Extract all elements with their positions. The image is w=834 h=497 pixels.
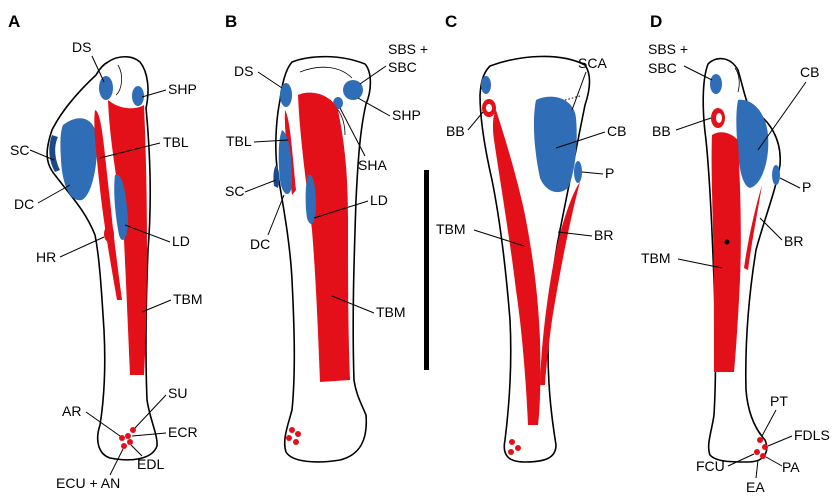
panel-a-letter: A [8,12,20,31]
panel-b-label-tbm: TBM [376,304,406,320]
panel-c-letter: C [445,12,457,31]
panel-c-sbs-area [481,76,491,94]
panel-a-label-tbm: TBM [173,291,203,307]
panel-c-cb-area [534,97,577,193]
panel-b-label-sbc: SBC [388,59,417,75]
panel-a-label-edl: EDL [137,456,164,472]
panel-a-label-ecr: ECR [168,424,198,440]
panel-b-distal-spot-3 [286,435,292,441]
panel-a-hr-area [104,226,114,242]
panel-c-leader-p [582,172,603,174]
panel-c-leader-bb [468,112,483,130]
panel-b-leader-dc [268,195,284,235]
panel-d-black-dot [725,240,730,245]
panel-d-fdls-spot [762,444,768,450]
panel-d-label-tbm: TBM [641,250,671,266]
panel-a-leader-dc [38,185,70,203]
panel-d-leader-ea [756,460,758,478]
panel-b-label-ld: LD [370,192,388,208]
panel-d-label-fcu: FCU [696,458,725,474]
panel-a-label-tbl: TBL [163,134,189,150]
panel-a-label-su: SU [168,385,187,401]
panel-a-edl-spot [127,439,133,445]
panel-b-sbs-sbc-area [343,80,363,100]
panel-a-label-ld: LD [172,233,190,249]
panel-b-label-tbl: TBL [226,133,252,149]
panel-d-pt-spot [757,437,763,443]
panel-b-leader-sc [245,180,276,192]
panel-c: C SCA BB CB P TBM BR [436,12,626,462]
panel-b-letter: B [225,12,237,31]
panel-d-bb-center [716,113,722,123]
panel-b-ds-area [280,83,292,107]
panel-a: A DS SHP TBL SC DC HR LD TBM SU AR [8,12,203,491]
panel-a-label-ar: AR [62,403,81,419]
panel-a-label-shp: SHP [168,81,197,97]
scale-bar [424,170,429,370]
panel-d-label-bb: BB [652,123,671,139]
panel-c-distal-spot-2 [515,445,521,451]
panel-d-label-p: P [802,179,811,195]
panel-a-label-ecu-an: ECU + AN [56,475,120,491]
panel-b-distal-spot-1 [289,427,295,433]
panel-d-label-cb: CB [800,64,819,80]
panel-b-label-sbs: SBS + [388,41,428,57]
panel-d-label-br: BR [784,233,803,249]
panel-b-label-shp: SHP [392,107,421,123]
panel-d-leader-pt [762,410,776,436]
panel-d-label-ea: EA [746,479,765,495]
panel-d-label-pa: PA [782,459,800,475]
panel-d-sbs-area [710,74,722,94]
panel-a-label-dc: DC [14,196,34,212]
panel-d-leader-fdls [768,436,792,446]
panel-c-label-sca: SCA [578,55,607,71]
panel-d-pa-spot [760,453,766,459]
panel-d-label-pt: PT [770,393,788,409]
panel-d-label-sbs: SBS + [648,41,688,57]
panel-a-ecr-spot [125,433,131,439]
panel-b-label-dc: DC [250,236,270,252]
panel-a-label-hr: HR [36,249,56,265]
panel-d-label-sbc: SBC [648,60,677,76]
panel-b-distal-spot-4 [293,439,299,445]
panel-d-leader-cb [758,82,806,150]
panel-d-leader-p [780,178,800,188]
panel-b-leader-ds [258,72,282,88]
panel-c-label-bb: BB [446,123,465,139]
panel-b-label-sc: SC [225,183,244,199]
panel-d-fcu-spot [754,449,760,455]
panel-b-label-ds: DS [234,63,253,79]
panel-b-label-sha: SHA [358,157,387,173]
panel-c-distal-spot-3 [508,449,514,455]
panel-d-leader-pa [766,457,782,466]
panel-b-distal-spot-2 [295,431,301,437]
panel-c-label-cb: CB [607,123,626,139]
panel-c-label-p: P [605,165,614,181]
panel-c-p-area [574,161,582,183]
panel-c-label-br: BR [594,227,613,243]
panel-d-p-area [772,165,780,185]
panel-d-tbm-area [712,132,741,372]
panel-b: B DS SBS + SBC SHP SHA TBL SC DC LD TBM [225,12,428,462]
panel-d: D SBS + SBC CB BB P BR TBM PT FDLS FCU P [641,12,830,495]
panel-a-label-sc: SC [10,142,29,158]
panel-a-label-ds: DS [72,39,91,55]
panel-d-leader-br [760,218,782,240]
panel-a-ecu-spot [121,443,127,449]
panel-d-letter: D [650,12,662,31]
panel-a-shp-area [132,86,144,106]
panel-c-label-tbm: TBM [436,221,466,237]
panel-c-bb-center [486,104,492,112]
panel-c-distal-spot-1 [509,439,515,445]
panel-d-label-fdls: FDLS [794,427,830,443]
panel-a-ds-area [99,76,113,100]
